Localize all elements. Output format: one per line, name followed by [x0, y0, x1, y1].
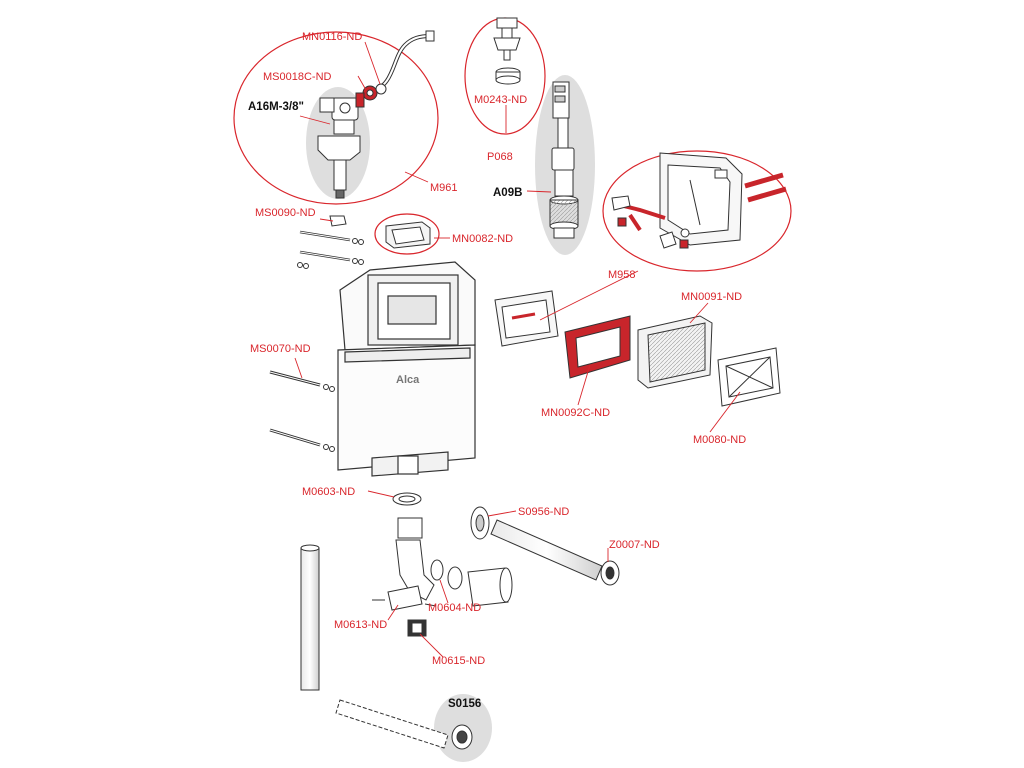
part-m0615 [407, 619, 427, 637]
label-mn0091: MN0091-ND [681, 291, 742, 303]
label-m0243: M0243-ND [474, 94, 527, 106]
pipe-s0156 [335, 699, 449, 749]
part-labels: MN0116-ND MS0018C-ND A16M-3/8" M961 M024… [248, 31, 746, 710]
bolts-ms0090 [297, 215, 364, 269]
leader-lines [294, 41, 741, 658]
label-z0007: Z0007-ND [609, 539, 660, 551]
label-a16m: A16M-3/8" [248, 101, 304, 113]
part-m0613 [372, 585, 437, 611]
label-a09b: A09B [493, 187, 522, 199]
label-p068: P068 [487, 151, 513, 163]
flush-valve-a09b [549, 81, 579, 239]
label-m0613: M0613-ND [334, 619, 387, 631]
pipe-straight [490, 519, 603, 581]
part-m0243 [493, 17, 521, 85]
part-s0156 [451, 724, 473, 750]
label-mn0082: MN0082-ND [452, 233, 513, 245]
callout-m961 [233, 31, 439, 205]
pipe-vertical [300, 544, 320, 691]
part-mn0091 [637, 315, 713, 389]
brand-logo: Alca [396, 374, 420, 386]
label-m961: M961 [430, 182, 458, 194]
label-m0615: M0615-ND [432, 655, 485, 667]
callout-m958 [602, 150, 792, 272]
bolts-ms0070 [269, 370, 335, 452]
label-m0603: M0603-ND [302, 486, 355, 498]
drain-elbow [395, 517, 435, 601]
label-m958: M958 [608, 269, 636, 281]
fill-valve-a16m [317, 30, 435, 199]
label-ms0018c: MS0018C-ND [263, 71, 332, 83]
part-z0007 [600, 560, 620, 586]
part-mn0092c [564, 315, 631, 379]
part-m0604 [430, 559, 513, 607]
label-ms0070: MS0070-ND [250, 343, 311, 355]
callout-mn0082 [374, 213, 440, 255]
part-s0956 [470, 506, 490, 540]
label-s0956: S0956-ND [518, 506, 569, 518]
part-m0603 [392, 492, 422, 506]
part-m0080 [717, 347, 781, 407]
label-mn0092c: MN0092C-ND [541, 407, 610, 419]
part-m958-plate [494, 290, 559, 347]
part-mn0082 [385, 221, 431, 249]
part-m958-frame [611, 152, 787, 249]
label-ms0090: MS0090-ND [255, 207, 316, 219]
label-m0080: M0080-ND [693, 434, 746, 446]
label-s0156: S0156 [448, 698, 481, 710]
label-mn0116: MN0116-ND [302, 31, 362, 43]
label-m0604: M0604-ND [428, 602, 481, 614]
cistern-body [337, 261, 476, 477]
